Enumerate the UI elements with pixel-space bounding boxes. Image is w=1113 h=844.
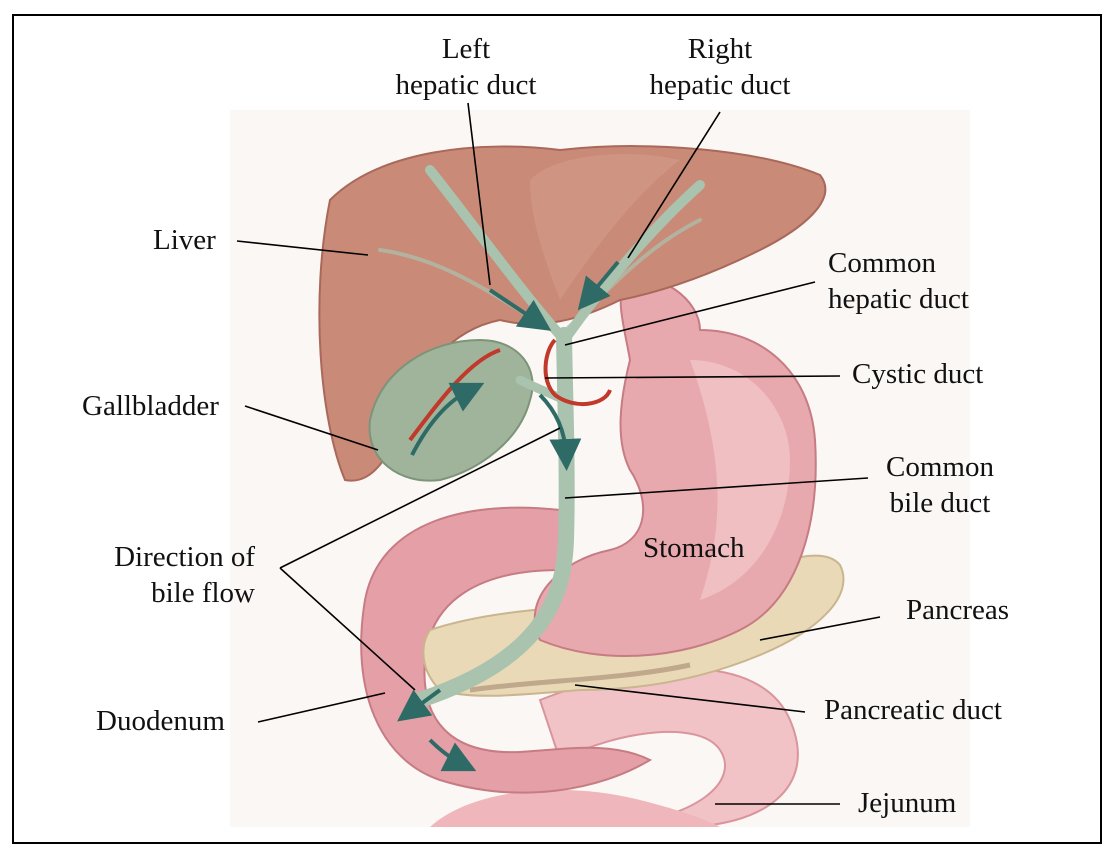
label-left-hepatic-duct: Left hepatic duct bbox=[386, 31, 546, 103]
label-pancreatic-duct: Pancreatic duct bbox=[824, 692, 1002, 728]
label-liver: Liver bbox=[153, 222, 216, 258]
label-jejunum: Jejunum bbox=[858, 785, 956, 821]
label-stomach: Stomach bbox=[643, 530, 745, 566]
label-right-hepatic-duct: Right hepatic duct bbox=[638, 31, 802, 103]
label-cystic-duct: Cystic duct bbox=[852, 356, 983, 392]
label-gallbladder: Gallbladder bbox=[82, 388, 219, 424]
label-duodenum: Duodenum bbox=[96, 703, 225, 739]
label-common-hepatic-duct: Common hepatic duct bbox=[828, 245, 969, 317]
label-pancreas: Pancreas bbox=[906, 592, 1009, 628]
label-common-bile-duct: Common bile duct bbox=[872, 449, 1008, 521]
label-direction-of-bile-flow: Direction of bile flow bbox=[97, 539, 255, 611]
